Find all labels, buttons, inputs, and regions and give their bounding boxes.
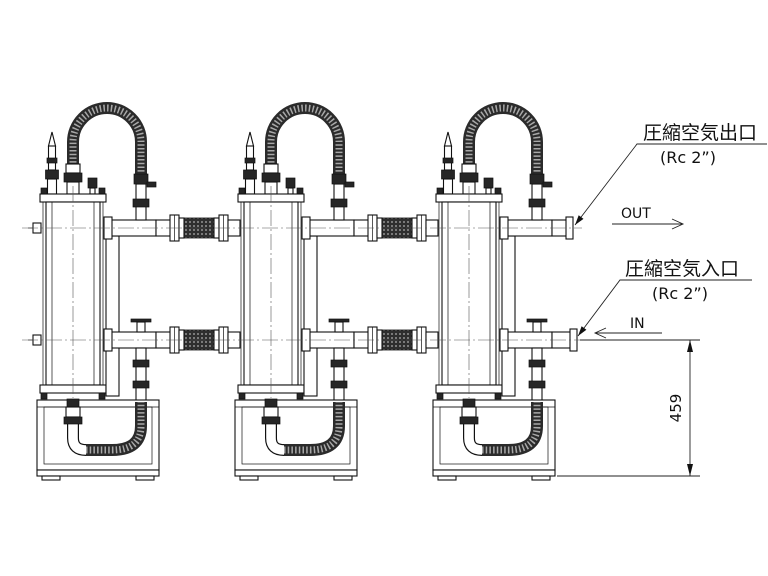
outlet-flow-label: OUT [621,206,651,222]
dryer-unit-2 [226,108,357,480]
dimension-arrow-top [687,340,693,352]
outlet-leader-line [574,143,767,226]
inlet-flow-arrowhead [593,327,607,339]
dryer-unit-3 [424,108,555,480]
outlet-label: 圧縮空気出口 [643,122,757,144]
dryer-unit-1 [28,108,159,480]
outlet-leader-arrowhead [575,215,584,225]
inlet-spec: (Rc 2”) [652,284,708,303]
inlet-flow-label: IN [630,316,645,332]
dimension-arrow-bottom [687,464,693,476]
dimension-value: 459 [667,394,685,423]
inlet-label: 圧縮空気入口 [625,258,739,280]
inlet-leader-line [577,279,752,337]
outlet-spec: (Rc 2”) [660,148,716,167]
inlet-leader-arrowhead [578,326,587,336]
outlet-flow-arrowhead [671,218,685,230]
